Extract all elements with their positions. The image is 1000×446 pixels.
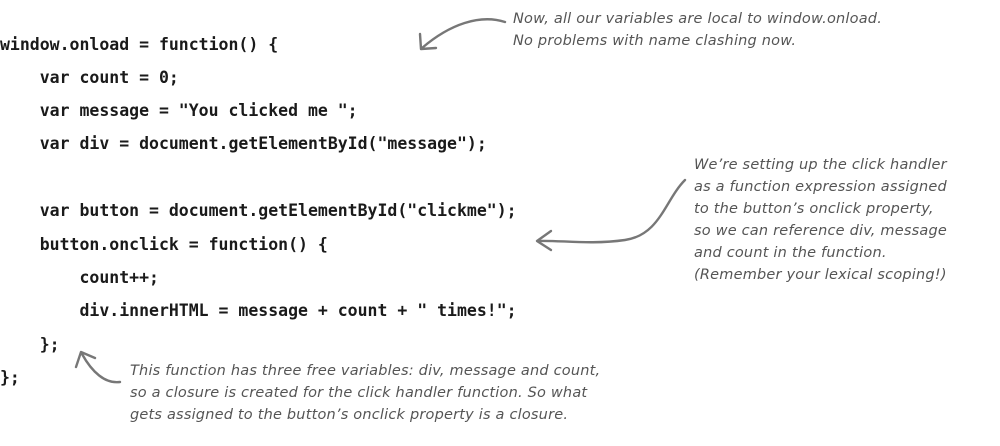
annotation-line: Now, all our variables are local to wind… xyxy=(513,11,883,27)
annotation-line: (Remember your lexical scoping!) xyxy=(694,267,947,283)
annotation-bottom: This function has three free variables: … xyxy=(130,360,600,426)
code-line: window.onload = function() { xyxy=(0,35,279,54)
arrow-bottom-icon xyxy=(80,352,122,384)
annotation-line: and count in the function. xyxy=(694,245,887,261)
annotation-line: so a closure is created for the click ha… xyxy=(130,385,588,401)
arrow-right-icon xyxy=(536,178,687,244)
arrow-bottom-head-icon xyxy=(74,350,97,369)
annotation-line: We’re setting up the click handler xyxy=(694,157,947,173)
annotation-line: This function has three free variables: … xyxy=(130,363,601,379)
code-line: div.innerHTML = message + count + " time… xyxy=(0,301,517,320)
annotation-top: Now, all our variables are local to wind… xyxy=(513,8,882,52)
code-line: var div = document.getElementById("messa… xyxy=(0,134,487,153)
annotation-right: We’re setting up the click handler as a … xyxy=(694,154,947,286)
annotation-line: gets assigned to the button’s onclick pr… xyxy=(130,407,569,423)
code-line: }; xyxy=(0,368,20,387)
code-line: button.onclick = function() { xyxy=(0,235,328,254)
arrow-top-head-icon xyxy=(418,32,438,51)
annotation-line: No problems with name clashing now. xyxy=(513,33,797,49)
code-line: }; xyxy=(0,335,60,354)
annotation-line: so we can reference div, message xyxy=(694,223,947,239)
code-line: var message = "You clicked me "; xyxy=(0,101,358,120)
code-line: var button = document.getElementById("cl… xyxy=(0,201,517,220)
arrow-top-icon xyxy=(420,18,507,50)
annotation-line: as a function expression assigned xyxy=(694,179,947,195)
arrow-right-head-icon xyxy=(535,229,553,252)
code-line: count++; xyxy=(0,268,159,287)
annotation-line: to the button’s onclick property, xyxy=(694,201,934,217)
code-line: var count = 0; xyxy=(0,68,179,87)
